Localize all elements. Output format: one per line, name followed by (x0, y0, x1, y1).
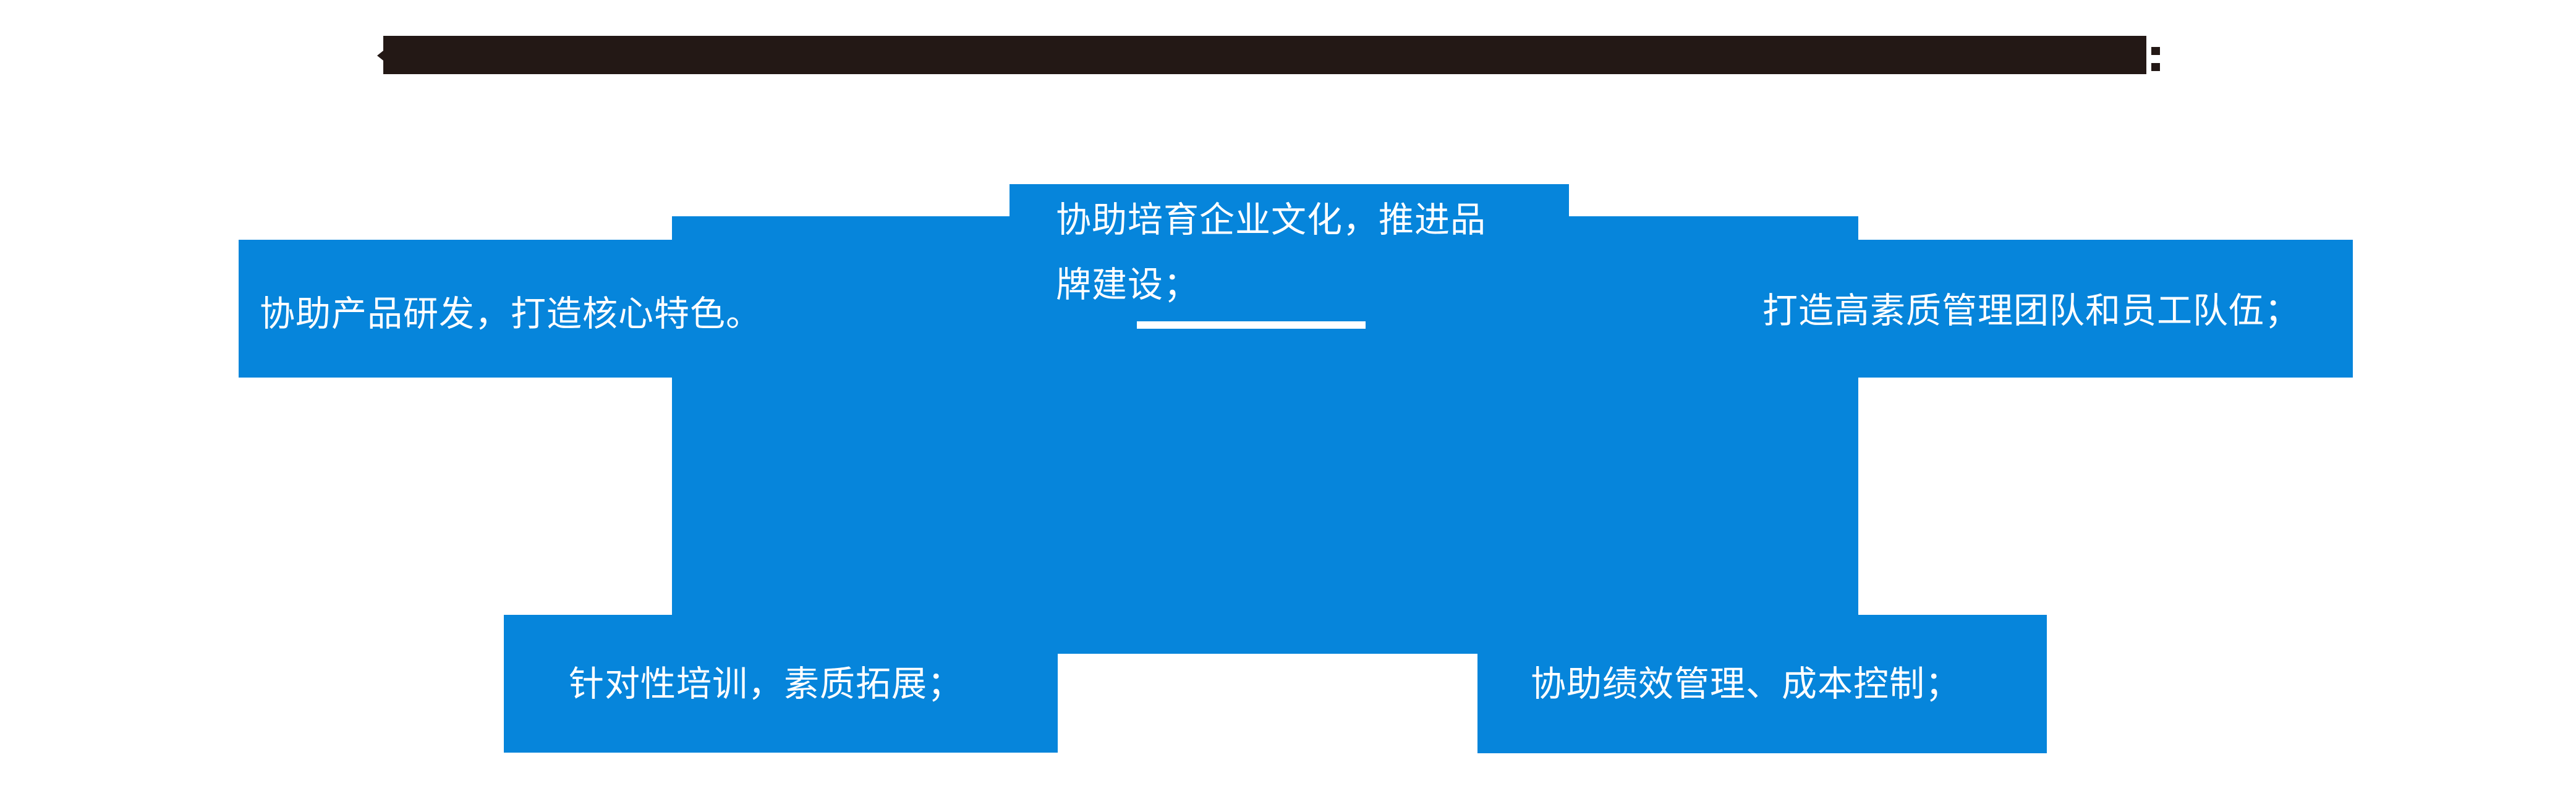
colon-dot-top (2151, 47, 2160, 55)
culture-box-label-line1: 协助培育企业文化，推进品 (1056, 200, 1486, 240)
bottom-right-box (1477, 615, 2047, 753)
culture-box (1010, 184, 1569, 221)
right-box-label: 打造高素质管理团队和员工队伍； (1762, 290, 2300, 331)
right-wing-box (1855, 240, 2353, 378)
bottom-right-box-label: 协助绩效管理、成本控制； (1531, 664, 1961, 704)
colon-dot-bottom (2151, 63, 2160, 71)
bottom-left-box-label: 针对性培训，素质拓展； (569, 664, 963, 704)
title-bar-colon-glyph (2151, 36, 2160, 74)
left-wing-box (239, 240, 674, 378)
title-bar-left-tip (377, 51, 383, 61)
central-trunk-box (672, 216, 1858, 654)
bottom-left-box (504, 615, 1058, 753)
culture-box-label-line2: 牌建设； (1056, 264, 1199, 305)
culture-box-underline (1137, 321, 1366, 329)
title-bar (377, 36, 2146, 74)
left-box-label: 协助产品研发，打造核心特色。 (260, 294, 762, 334)
